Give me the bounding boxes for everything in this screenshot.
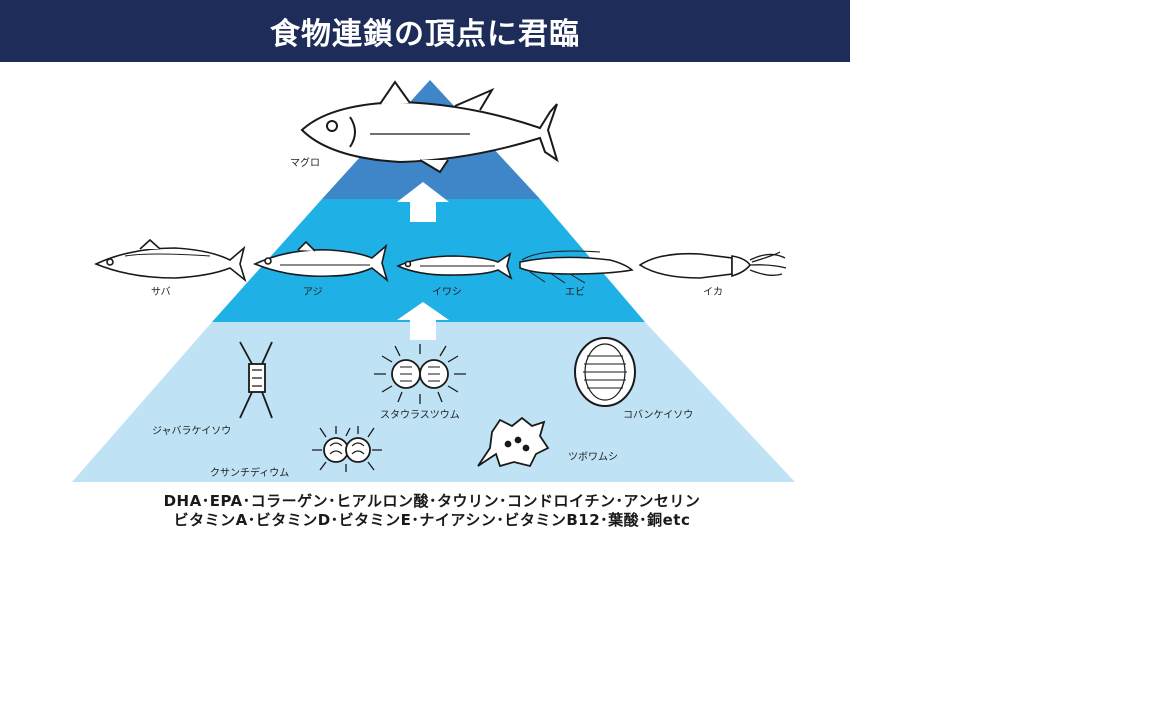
species-label: サバ	[151, 286, 171, 298]
species-label: エビ	[565, 286, 585, 298]
pyramid-tier-bottom	[72, 322, 795, 482]
species-label: コバンケイソウ	[623, 409, 693, 421]
diatom-chain-icon	[239, 341, 273, 419]
title-banner: 食物連鎖の頂点に君臨	[0, 0, 850, 62]
horse-mackerel-fish-icon	[252, 240, 389, 283]
arrow-up-icon	[397, 302, 449, 340]
species-label: アジ	[303, 287, 323, 298]
species-label: ジャバラケイソウ	[152, 425, 231, 437]
species-label: スタウラスツウム	[380, 409, 460, 421]
sardine-fish-icon	[396, 252, 513, 280]
shrimp-icon	[519, 250, 634, 284]
food-chain-pyramid: マグロ サバ アジ イワシ エビ イカ ジャバ	[72, 80, 795, 482]
species-label: イカ	[703, 286, 723, 298]
species-label: ツボワムシ	[568, 451, 618, 463]
stauraströum-icon	[374, 344, 466, 404]
mackerel-fish-icon	[94, 238, 247, 283]
squid-icon	[638, 251, 787, 279]
species-label: マグロ	[290, 156, 320, 169]
rotifer-icon	[477, 416, 550, 468]
species-label: イワシ	[432, 287, 462, 298]
arrow-up-icon	[397, 182, 449, 222]
oval-diatom-icon	[574, 337, 636, 407]
tuna-fish-icon	[300, 80, 559, 174]
nutrients-line-2: ビタミンA･ビタミンD･ビタミンE･ナイアシン･ビタミンB12･葉酸･銅etc	[173, 511, 691, 529]
page-title: 食物連鎖の頂点に君臨	[270, 17, 580, 52]
species-label: クサンチディウム	[210, 466, 289, 479]
xanthidium-icon	[312, 426, 382, 472]
nutrients-line-1: DHA･EPA･コラーゲン･ヒアルロン酸･タウリン･コンドロイチン･アンセリン	[163, 492, 701, 510]
